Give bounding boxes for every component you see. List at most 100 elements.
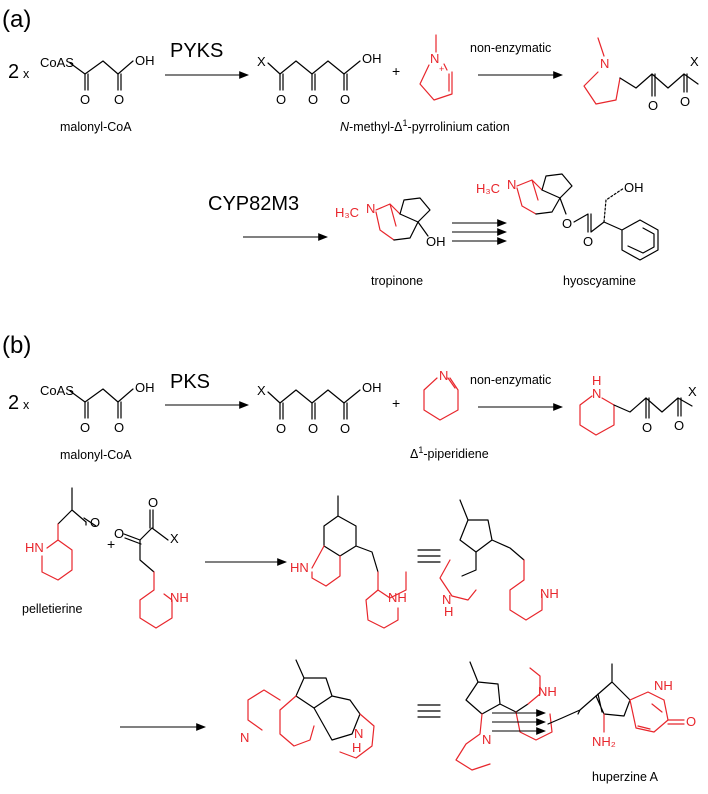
pelletierine-ring [41,523,73,581]
h-tetracyclic-right: H [352,740,361,755]
piperidine-ring-b [579,395,615,436]
diketo-co-b [279,402,348,420]
o-huperzine: O [686,714,696,729]
bicyclic-intermediate-3d: N H NH [439,499,559,621]
tropinone: H₃C N OH tropinone [335,197,446,288]
o1-a: O [80,92,90,107]
huperzine-black [595,663,631,717]
o-pelletierine: O [90,515,100,530]
x-a1: X [257,54,266,69]
nh-intermediate-3d: NH [540,586,559,601]
pelletierine-co [83,517,97,527]
x-ketide: X [170,531,179,546]
o-prod-b2: O [674,418,684,433]
tetracyclic-red-left [279,695,315,747]
x-prod-b: X [688,384,697,399]
diketo-co-a [279,73,348,91]
huperzine-pyridone [629,691,669,733]
piperidiene: N Δ1-piperidiene [410,368,489,461]
enzyme-cyp82m3: CYP82M3 [208,193,299,215]
pyrrolinium-ring [419,63,453,101]
pelletierine-label: pelletierine [22,602,83,616]
intermediate-pip-lower [365,589,399,629]
o-prod-a1: O [648,98,658,113]
tetracyclic-intermediate: N N H [240,659,375,759]
o-b1: O [276,421,286,436]
pyrrolinium-cation: N + [419,34,453,101]
tropane-black-hyo [535,173,573,215]
diketo-acid-b: X O O O OH [257,380,382,436]
intermediate-3d-black [459,499,525,561]
malonyl-chain-b [69,388,134,403]
pelletierine-acetyl [57,487,87,525]
n-methyl-product [597,37,605,57]
hn-pelletierine: HN [25,540,44,555]
multiplier-sub-a: x [23,67,30,81]
huperzine-ethylidene [547,695,597,725]
multiplier-a: 2 [8,61,19,83]
nh-intermediate-3d-h: H [444,604,453,619]
intermediate-3d-pip [509,559,543,621]
n-product-a: N [600,56,609,71]
hyoscyamine: H₃C N O O OH hyoscyamine [476,173,659,288]
tropane-black [393,197,431,241]
pyrrolidine-ketone-product: N O O X [583,37,699,113]
nh-intermediate: NH [388,590,407,605]
side-chain-a [619,73,699,89]
malonyl-label-a: malonyl-CoA [60,120,132,134]
n-tetracyclic-right: N [354,726,363,741]
o-a3: O [340,92,350,107]
ester-o-bond [559,197,567,215]
ester-carbonyl [573,213,605,233]
pelletierine: O HN pelletierine [22,487,100,616]
pyrrolidine-ring-a [583,71,621,105]
malonyl-coa-a: 2 x CoAS O O OH malonyl-CoA [8,53,155,134]
diketo-chain-a [267,60,361,75]
side-chain-co-a [651,73,688,97]
malonyl-coa-b: 2 x CoAS O O OH malonyl-CoA [8,380,155,462]
n-hyoscyamine: N [507,177,516,192]
tetracyclic-red-outer [247,689,281,731]
n-piperidiene: N [439,368,448,383]
coas-a: CoAS [40,55,74,70]
tetracyclic-3d-black [465,661,529,715]
equivalence-2 [417,704,441,718]
bicyclic-intermediate: HN NH [290,495,407,629]
o-prod-a2: O [680,94,690,109]
piperidiene-label: Δ1-piperidiene [410,445,489,461]
o-a1: O [276,92,286,107]
o1-b: O [80,420,90,435]
diketo-acid-a: X O O O OH [257,51,382,107]
n-tetracyclic-3d: N [482,732,491,747]
tropinone-label: tropinone [371,274,423,288]
oh-tropinone: OH [426,234,446,249]
panel-b-label: (b) [2,332,31,359]
n-tetracyclic-left: N [240,730,249,745]
oh-b2: OH [362,380,382,395]
n-pyrrolinium: N [430,51,439,66]
tetracyclic-intermediate-3d: N NH [455,661,557,771]
panel-a-label: (a) [2,6,31,33]
non-enzymatic-a: non-enzymatic [470,41,551,55]
o-carbonyl: O [583,234,593,249]
ch2oh-bond [603,187,625,223]
oh-hyoscyamine: OH [624,180,644,195]
tetracyclic-red-right [339,713,375,759]
huperzine-a: NH O NH₂ huperzine A [547,663,696,784]
h-product-b: H [592,373,601,388]
intermediate-black-ring [323,495,357,557]
oh-a2: OH [362,51,382,66]
plus-b: + [392,395,400,411]
nh-ketide: NH [170,590,189,605]
tetracyclic-3d-red [455,713,491,771]
panel-b: (b) 2 x CoAS O O OH malonyl-CoA PKS X O … [2,332,697,784]
intermediate-linker [355,545,379,573]
o-prod-b1: O [642,420,652,435]
intermediate-3d-red [439,559,477,601]
intermediate-pip-ring [377,571,407,599]
plus-a: + [392,63,400,79]
plus-b2: + [107,536,115,552]
o-b3: O [340,421,350,436]
